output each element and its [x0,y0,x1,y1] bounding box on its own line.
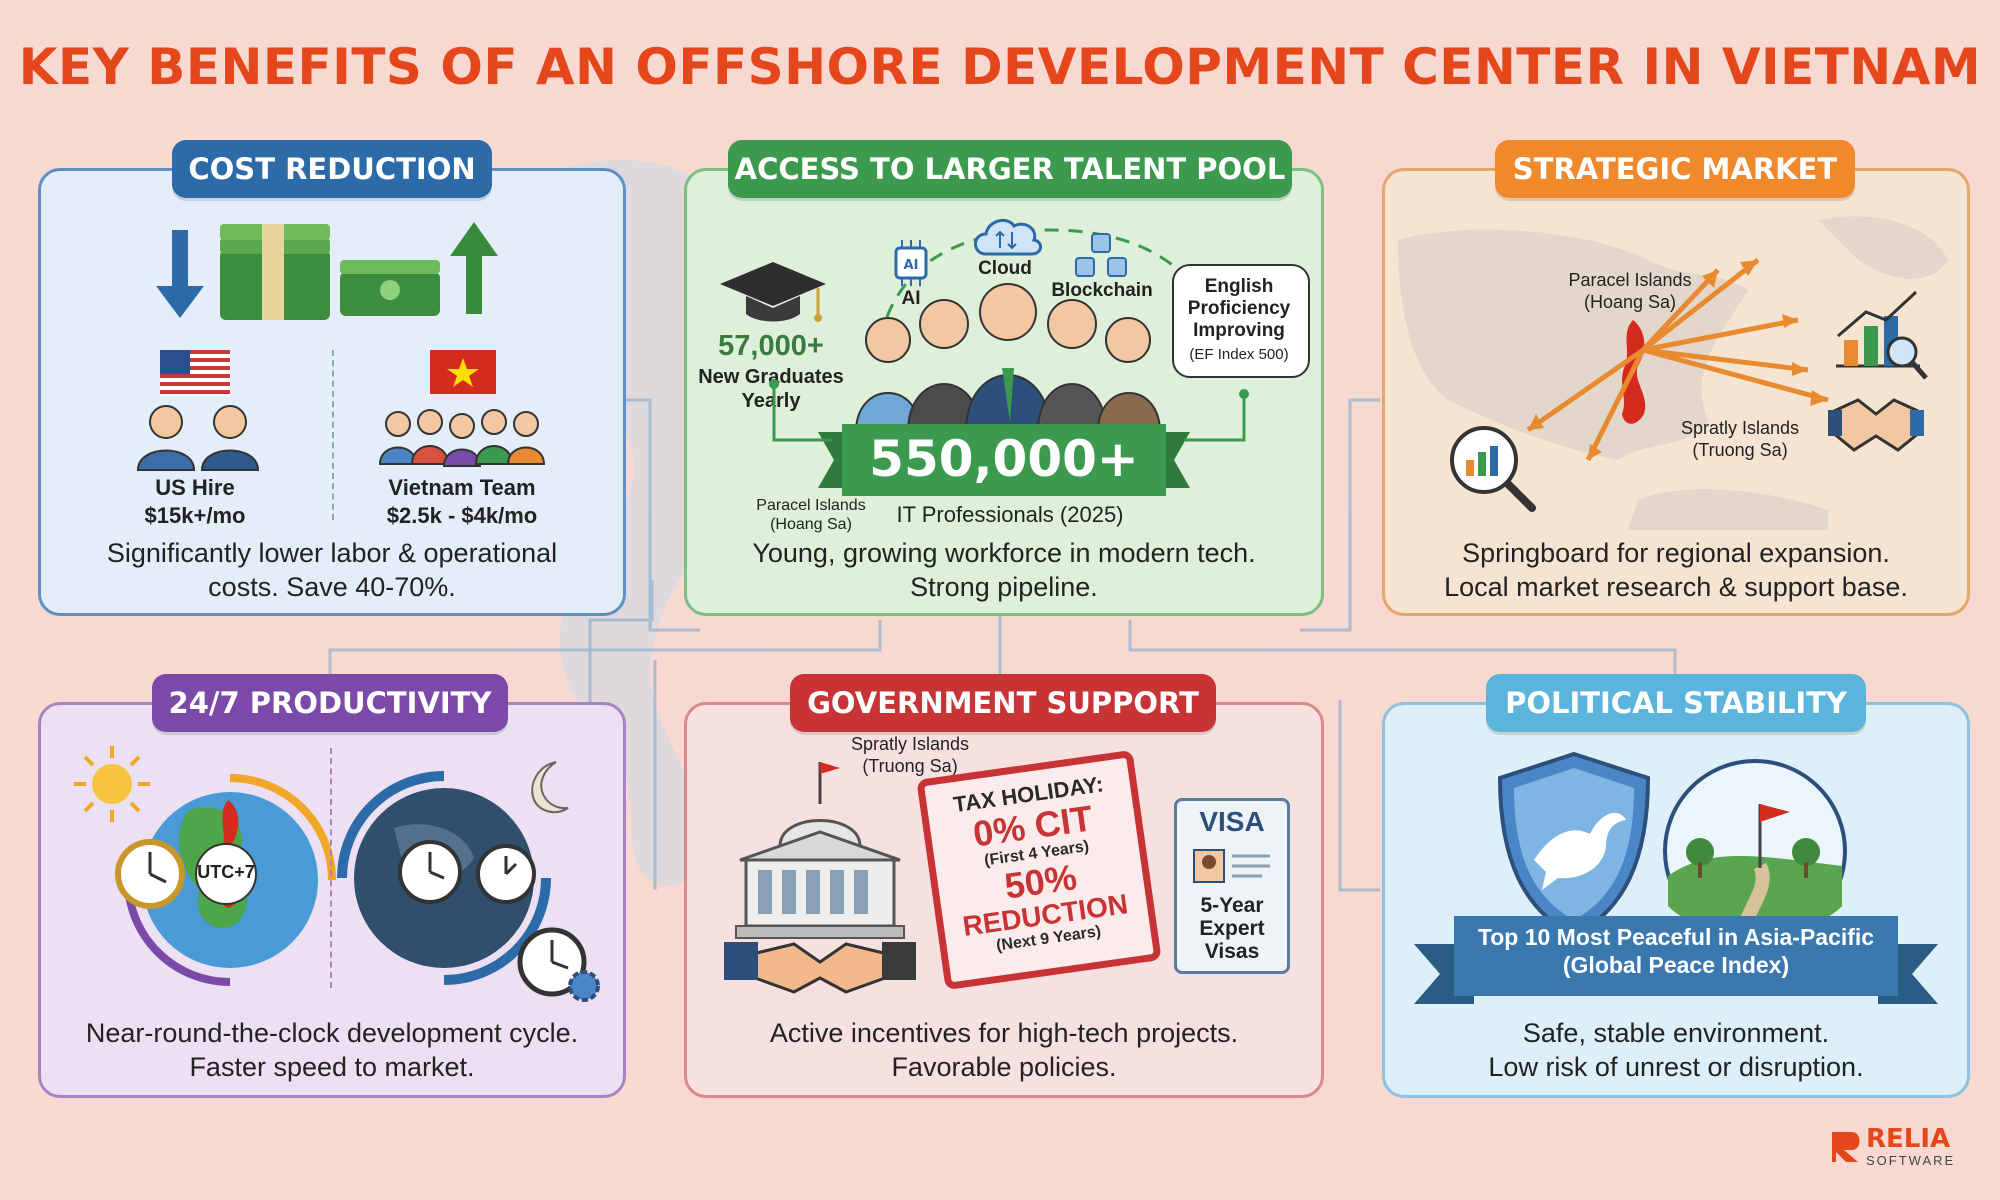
visa-card [1174,798,1290,974]
ai-chip-icon: AI [894,240,928,286]
asia-region-map [1398,216,1948,530]
handshake-icon [724,942,916,994]
peace-banner-line1: Top 10 Most Peaceful in Asia-Pacific [1477,924,1875,950]
cloud-icon [974,218,1042,256]
english-line2: Proficiency [1187,298,1291,319]
visa-line2: Expert [1199,917,1265,940]
vietnam-team-label: Vietnam Team [388,475,536,500]
moon-icon [531,761,569,814]
visa-photo-icon [1193,849,1270,883]
peace-banner-line2: (Global Peace Index) [1562,952,1790,978]
visa-line3: Visas [1204,940,1260,963]
government-spratly-line1: Spratly Islands [850,734,970,754]
english-line3: Improving [1193,320,1285,341]
relia-logo-icon [1832,1132,1860,1162]
graduates-label-line1: New Graduates [698,366,844,388]
handshake-icon [1828,398,1924,452]
page-title: KEY BENEFITS OF AN OFFSHORE DEVELOPMENT … [18,38,1982,96]
it-professionals-group-icon [854,283,1162,433]
strategic-caption-line2: Local market research & support base. [1444,572,1908,602]
us-hire-label: US Hire [155,475,235,500]
arrow-down-icon [156,230,204,318]
logo-name: RELIA [1866,1124,1951,1154]
talent-pool-tag: ACCESS TO LARGER TALENT POOL [728,140,1292,198]
money-comparison-illustration [156,222,498,320]
talent-caption-line1: Young, growing workforce in modern tech. [752,538,1256,568]
vietnam-team-cost: $2.5k - $4k/mo [386,503,538,528]
cash-stack-large-icon [220,224,330,320]
professionals-label: IT Professionals (2025) [896,502,1124,527]
cloud-label: Cloud [978,258,1032,279]
talent-connector-lines [769,379,1249,442]
productivity-caption-line1: Near-round-the-clock development cycle. [85,1018,579,1048]
blockchain-icon [1075,233,1127,277]
english-note: (EF Index 500) [1189,346,1289,363]
graduation-cap-icon [720,262,826,322]
strategic-paracel-line2: (Hoang Sa) [1583,292,1677,312]
ai-label: AI [901,288,921,309]
vietnam-flag-icon [430,350,496,394]
night-globe-icon [337,771,551,985]
cost-divider [332,350,334,520]
political-caption-line1: Safe, stable environment. [1522,1018,1830,1048]
strategic-caption-line1: Springboard for regional expansion. [1462,538,1890,568]
us-flag-icon [160,350,230,396]
clock-icon-1 [115,839,185,909]
logo-sub: SOFTWARE [1866,1153,1956,1168]
market-research-icon [1450,426,1536,512]
government-building-icon [724,762,916,994]
english-bubble [1172,264,1310,378]
strategic-spratly-line2: (Truong Sa) [1692,440,1788,460]
productivity-tag: 24/7 PRODUCTIVITY [152,674,508,732]
strategic-spratly-line1: Spratly Islands [1680,418,1800,438]
cost-caption-line1: Significantly lower labor & operational [106,538,558,568]
growth-chart-icon [1836,290,1928,380]
government-caption-line2: Favorable policies. [891,1052,1117,1082]
peace-banner [1414,916,1938,1004]
graduates-label-line2: Yearly [741,390,801,412]
strategic-paracel-line1: Paracel Islands [1568,270,1692,290]
us-hire-people-icon [136,405,260,471]
political-caption-line2: Low risk of unrest or disruption. [1488,1052,1864,1082]
cash-stack-small-icon [340,260,440,316]
visa-title: VISA [1199,806,1265,837]
tax-holiday-stamp: TAX HOLIDAY: 0% CIT (First 4 Years) 50% … [916,749,1162,991]
arrow-up-icon [450,222,498,314]
talent-paracel-line1: Paracel Islands [756,497,866,514]
peaceful-landscape-icon [1663,759,1847,943]
sun-icon [74,746,150,822]
professionals-count: 550,000+ [869,430,1139,488]
strategic-market-tag: STRATEGIC MARKET [1495,140,1855,198]
svg-text:AI: AI [904,258,919,273]
shield-dove-icon [1497,751,1651,939]
government-spratly-line2: (Truong Sa) [862,756,958,776]
blockchain-label: Blockchain [1051,280,1153,301]
productivity-divider [330,748,332,988]
government-caption-line1: Active incentives for high-tech projects… [769,1018,1239,1048]
political-tag: POLITICAL STABILITY [1486,674,1866,732]
professionals-ribbon [818,424,1190,496]
cost-caption-line2: costs. Save 40-70%. [208,572,456,602]
productivity-caption-line2: Faster speed to market. [189,1052,475,1082]
visa-line1: 5-Year [1200,894,1264,917]
vietnam-team-people-icon [378,409,546,467]
english-line1: English [1204,276,1274,297]
graduates-count: 57,000+ [718,330,824,362]
us-hire-cost: $15k+/mo [144,503,246,528]
timezone-label: UTC+7 [197,862,255,882]
talent-caption-line2: Strong pipeline. [910,572,1098,602]
talent-paracel-line2: (Hoang Sa) [770,516,852,533]
cost-reduction-tag: COST REDUCTION [172,140,492,198]
government-tag: GOVERNMENT SUPPORT [790,674,1216,732]
clock-gear-icon [517,927,600,1002]
